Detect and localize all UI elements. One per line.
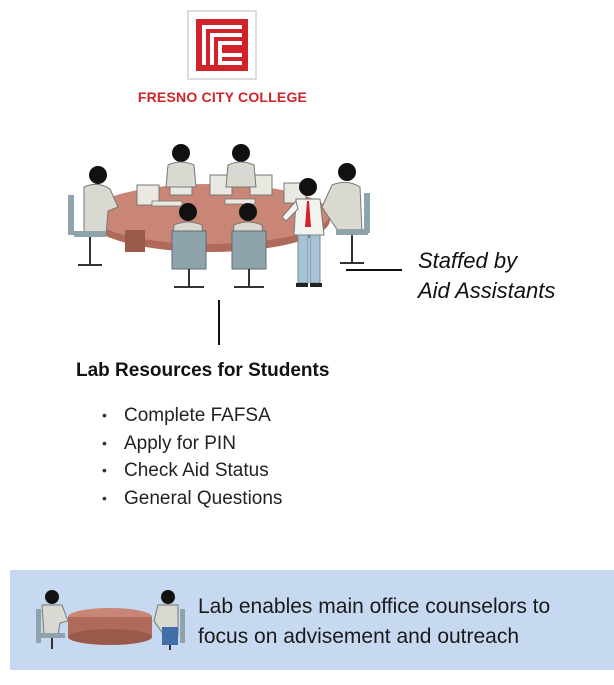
bullet-icon: •: [102, 407, 107, 423]
college-name: FRESNO CITY COLLEGE: [137, 89, 308, 105]
callout-line2: Aid Assistants: [418, 278, 556, 303]
counselor-meeting-illustration: [30, 587, 190, 652]
computer-lab-illustration: [60, 135, 390, 300]
note-line2: focus on advisement and outreach: [198, 625, 520, 648]
list-item: • General Questions: [102, 485, 282, 513]
staffed-by-callout: Staffed by Aid Assistants: [418, 246, 608, 306]
list-item-label: Check Aid Status: [124, 460, 269, 481]
list-item: • Apply for PIN: [102, 430, 282, 458]
connector-line: [218, 300, 220, 345]
note-text: Lab enables main office counselors to fo…: [198, 592, 608, 652]
list-item-label: Complete FAFSA: [124, 405, 271, 426]
note-panel: Lab enables main office counselors to fo…: [10, 570, 614, 670]
list-item: • Complete FAFSA: [102, 402, 282, 430]
list-item: • Check Aid Status: [102, 457, 282, 485]
list-item-label: Apply for PIN: [124, 432, 236, 454]
bullet-icon: •: [102, 434, 107, 451]
resource-list: • Complete FAFSA • Apply for PIN • Check Ai…: [102, 402, 282, 512]
callout-line1: Staffed by: [418, 248, 518, 273]
callout-line: [346, 269, 402, 271]
list-item-label: General Questions: [124, 487, 283, 509]
college-logo-icon: [187, 10, 257, 80]
lab-resources-heading: Lab Resources for Students: [76, 360, 330, 381]
bullet-icon: •: [102, 489, 107, 506]
bullet-icon: •: [102, 462, 107, 478]
note-line1: Lab enables main office counselors to: [198, 595, 551, 618]
